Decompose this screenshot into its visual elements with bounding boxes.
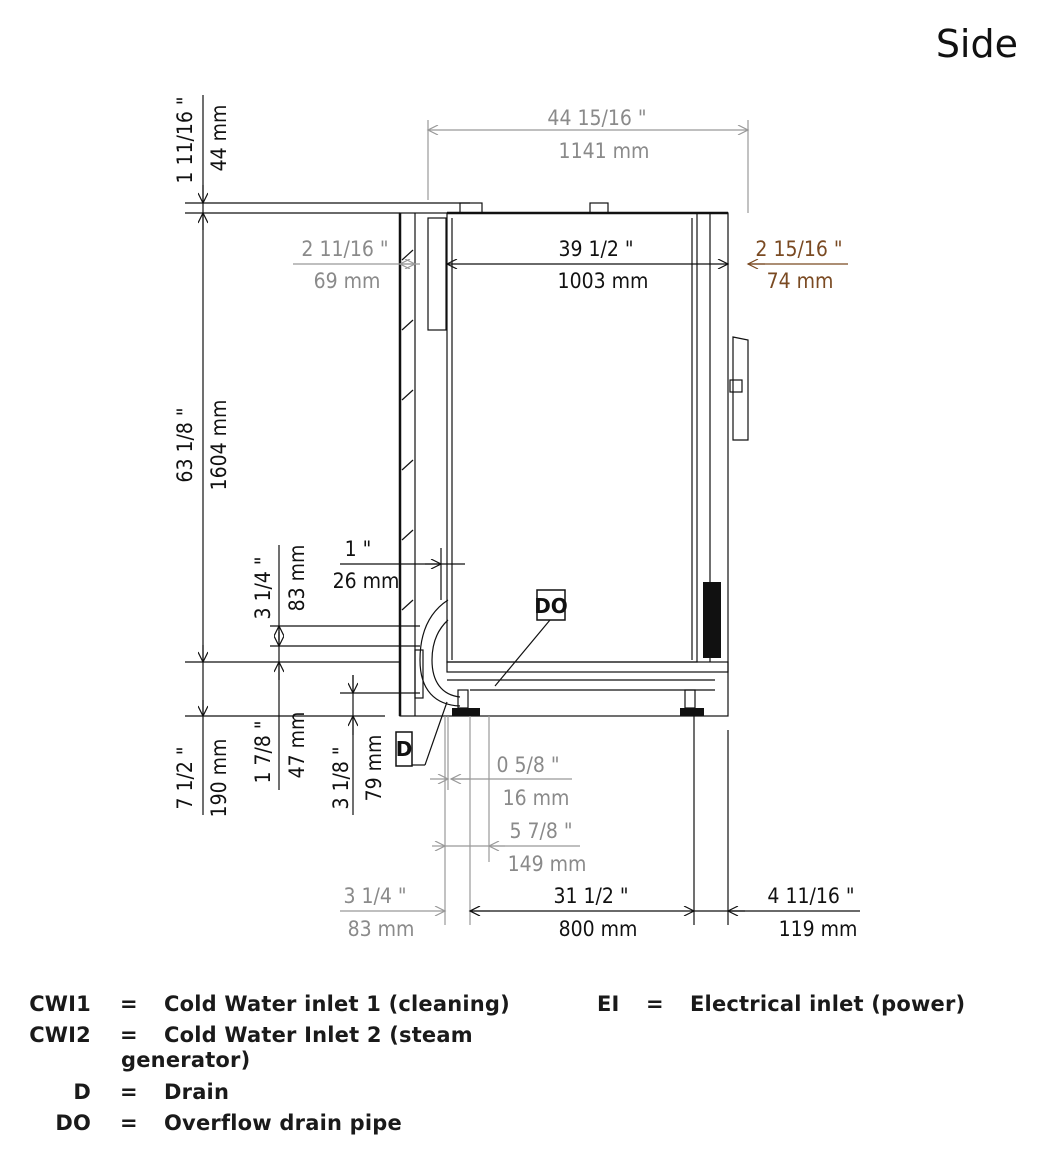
dim-drain-a-mm: 83 mm: [285, 545, 309, 612]
legend-desc-cont: generator): [121, 1048, 251, 1072]
dim-drain-x2-mm: 149 mm: [508, 852, 587, 876]
legend-desc: Cold Water inlet 1 (cleaning): [164, 992, 510, 1016]
dim-right-gap-mm: 74 mm: [767, 269, 834, 293]
view-title: Side: [936, 22, 1018, 66]
dim-wall-mm: 26 mm: [333, 569, 400, 593]
dim-drain-b-mm: 47 mm: [285, 712, 309, 779]
dim-inner-width-mm: 1003 mm: [558, 269, 649, 293]
dim-drain-x2-in: 5 7/8 ": [509, 819, 572, 843]
legend-eq: =: [120, 1023, 138, 1047]
dim-top-offset-mm: 44 mm: [207, 105, 231, 172]
dim-right-foot-in: 4 11/16 ": [767, 884, 854, 908]
dim-left-gap-mm: 69 mm: [314, 269, 381, 293]
legend-eq: =: [646, 992, 664, 1016]
dim-top-width-mm: 1141 mm: [559, 139, 650, 163]
dim-left-gap-in: 2 11/16 ": [301, 237, 388, 261]
dim-top-width-in: 44 15/16 ": [547, 106, 646, 130]
legend-desc: Cold Water Inlet 2 (steam: [164, 1023, 473, 1047]
dim-height-in: 63 1/8 ": [173, 407, 197, 482]
dim-right-gap-in: 2 15/16 ": [755, 237, 842, 261]
legend-eq: =: [120, 992, 138, 1016]
legend-abbr: CWI1: [29, 992, 91, 1016]
dim-left-foot-in: 3 1/4 ": [343, 884, 406, 908]
legend-desc: Drain: [164, 1080, 230, 1104]
legend-abbr: D: [73, 1080, 91, 1104]
dim-drain-c-in: 3 1/8 ": [329, 746, 353, 809]
legend-abbr: DO: [55, 1111, 91, 1135]
legend-desc: Electrical inlet (power): [690, 992, 966, 1016]
dim-drain-x1-in: 0 5/8 ": [496, 753, 559, 777]
d-label-box: [395, 731, 413, 767]
dim-right-foot-mm: 119 mm: [779, 917, 858, 941]
legend-desc: Overflow drain pipe: [164, 1111, 402, 1135]
dim-left-foot-mm: 83 mm: [348, 917, 415, 941]
do-label-box: [536, 589, 566, 621]
oven-body: [398, 202, 749, 717]
dim-height-mm: 1604 mm: [207, 400, 231, 491]
legend-abbr: EI: [597, 992, 620, 1016]
legend-eq: =: [120, 1111, 138, 1135]
dim-foot-height-in: 7 1/2 ": [173, 746, 197, 809]
dim-drain-b-in: 1 7/8 ": [251, 720, 275, 783]
dim-drain-c-mm: 79 mm: [362, 735, 386, 802]
do-label: DO: [534, 594, 568, 618]
legend-eq: =: [120, 1080, 138, 1104]
dim-drain-a-in: 3 1/4 ": [251, 556, 275, 619]
dim-feet-span-mm: 800 mm: [559, 917, 638, 941]
d-label: D: [396, 737, 413, 761]
dim-inner-width-in: 39 1/2 ": [558, 237, 633, 261]
dim-top-offset-in: 1 11/16 ": [173, 96, 197, 183]
dim-feet-span-in: 31 1/2 ": [553, 884, 628, 908]
dim-drain-x1-mm: 16 mm: [503, 786, 570, 810]
legend-abbr: CWI2: [29, 1023, 91, 1047]
dim-foot-height-mm: 190 mm: [207, 739, 231, 818]
dim-wall-in: 1 ": [345, 537, 372, 561]
